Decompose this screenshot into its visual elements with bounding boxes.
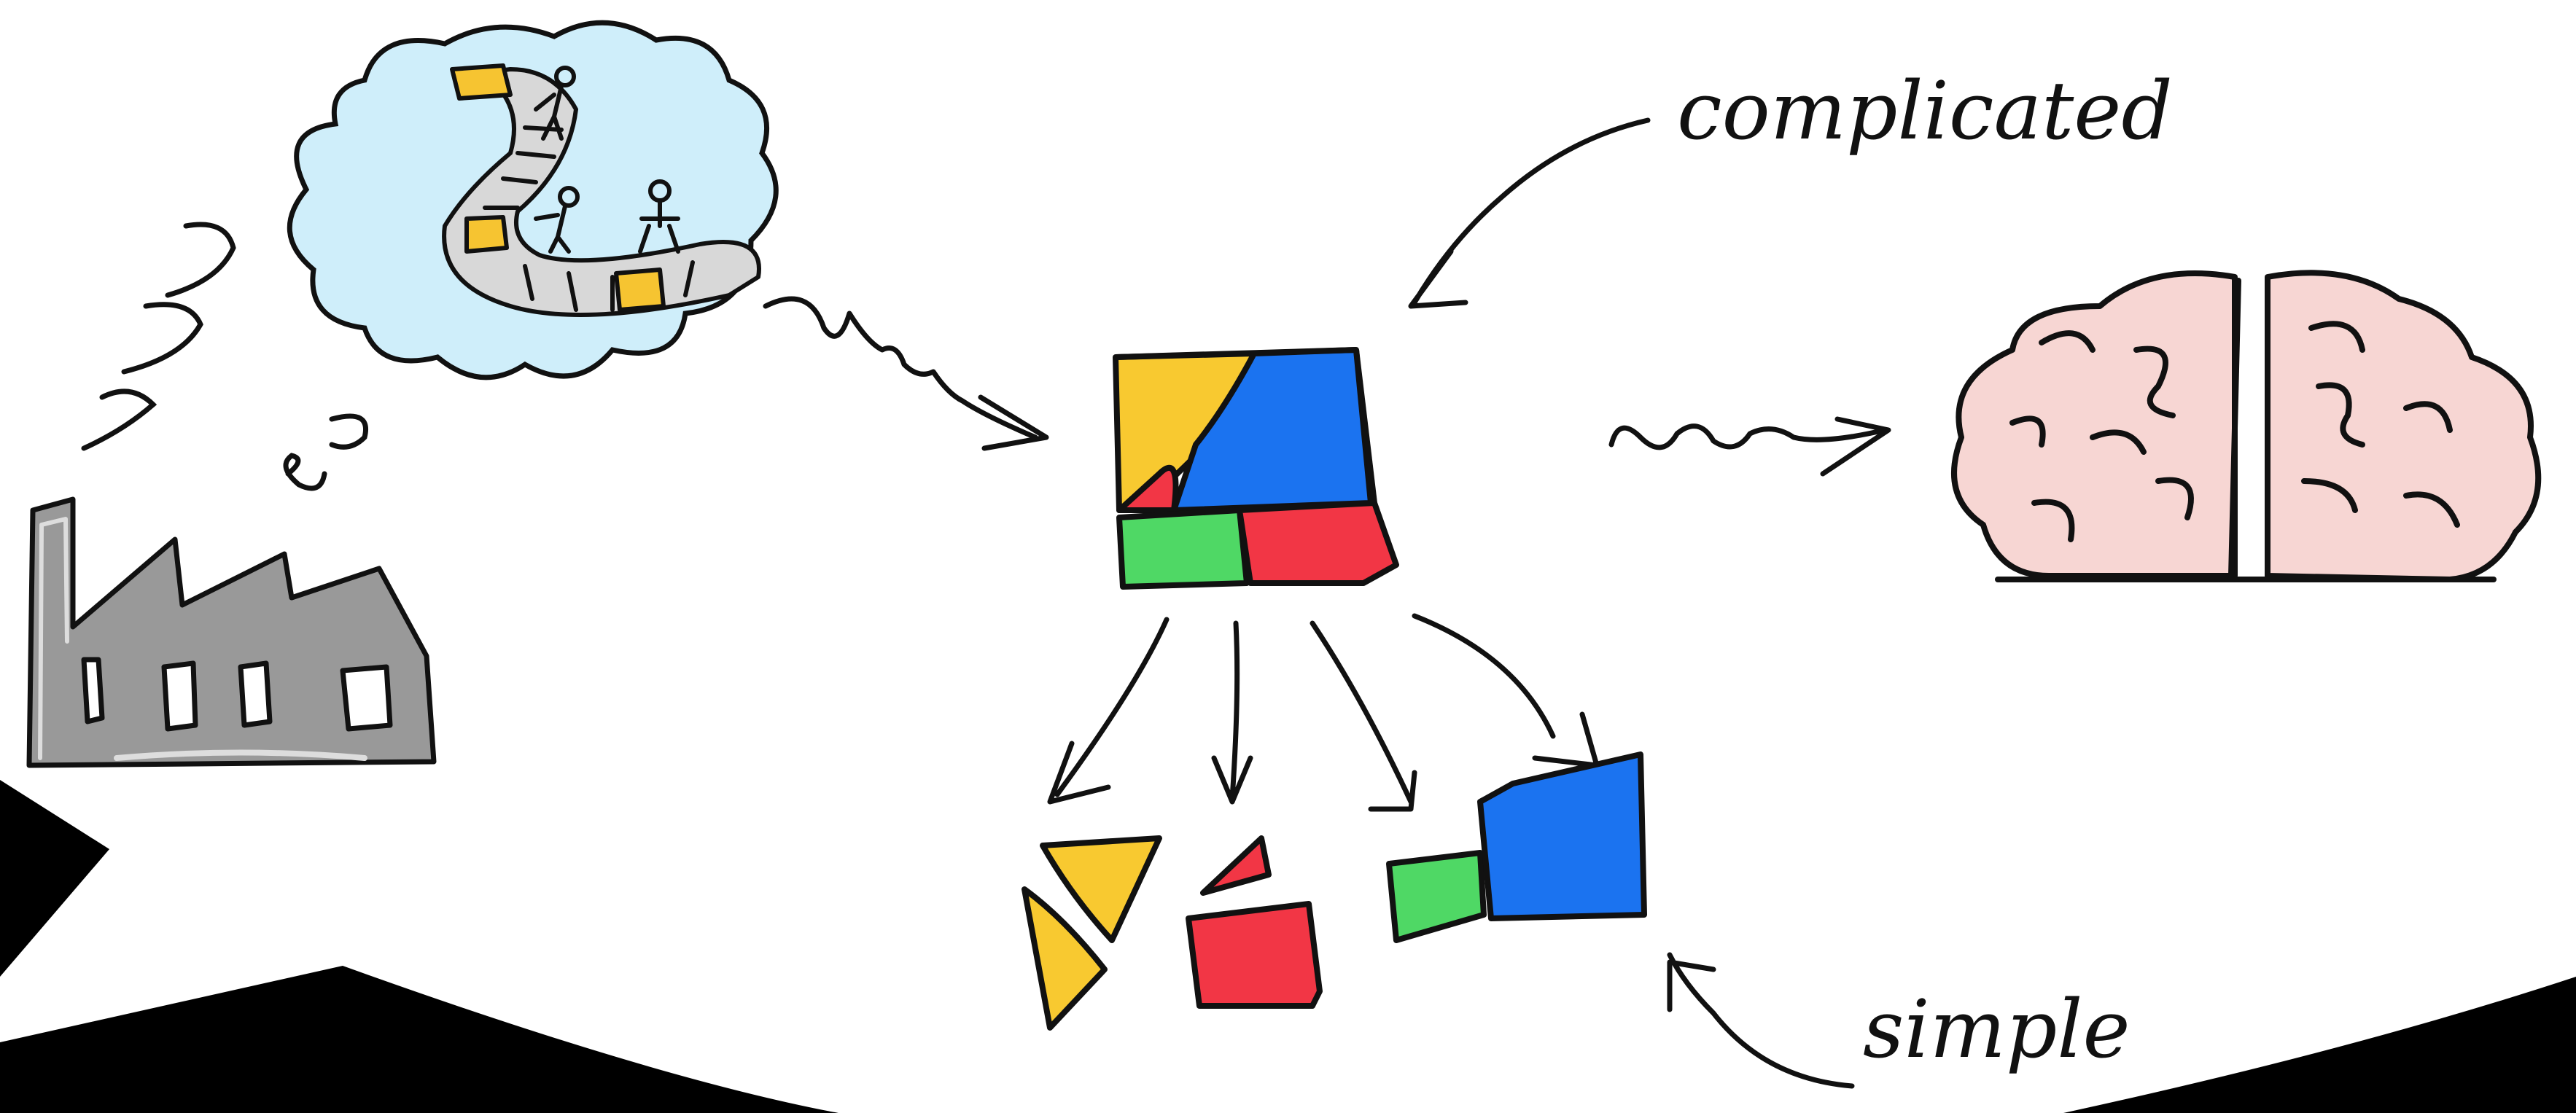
brain-icon — [1951, 270, 2542, 582]
complicated-label: complicated — [1677, 64, 2173, 157]
simple-arrow — [1667, 952, 1855, 1089]
assembly-line-icon — [442, 63, 761, 317]
worker-icon — [534, 66, 680, 254]
simple-pieces — [1022, 751, 1647, 1031]
factory-icon — [26, 496, 437, 768]
split-arrows — [1047, 613, 1600, 812]
smoke-trail — [81, 222, 368, 491]
complex-block-icon — [1113, 347, 1399, 590]
squiggle-arrow-to-brain — [1608, 416, 1891, 477]
squiggle-arrow-to-block — [763, 296, 1049, 451]
complicated-arrow — [1408, 117, 1651, 309]
box-icon — [450, 63, 666, 312]
background-band — [0, 780, 2576, 1113]
simple-label: simple — [1863, 983, 2131, 1076]
